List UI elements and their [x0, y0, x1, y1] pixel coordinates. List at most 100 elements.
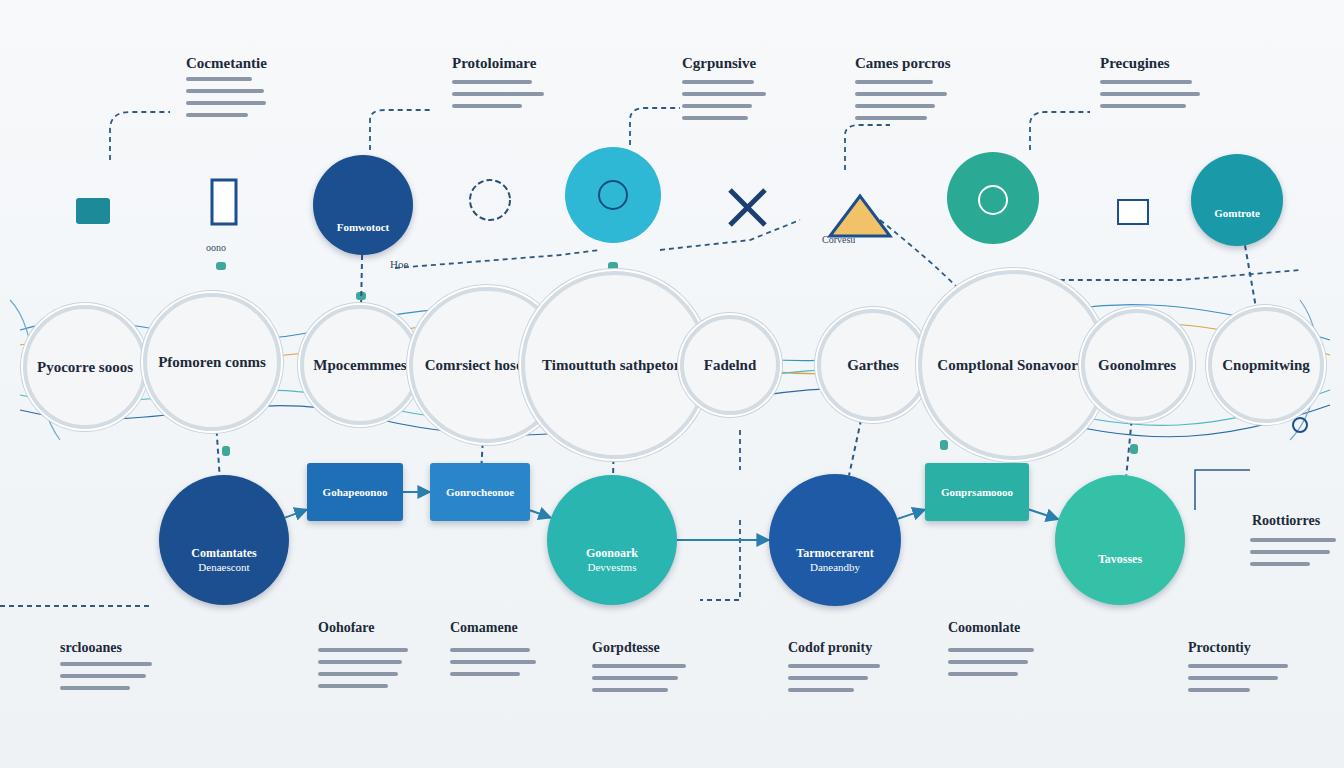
icon-caption: Corvesu: [822, 234, 855, 245]
text-placeholder-bars: [450, 672, 520, 676]
text-placeholder-bars: [1250, 538, 1336, 542]
connector: [1029, 510, 1058, 520]
stage-circle: Mpocemmmes: [300, 305, 420, 425]
column-heading: Oohofare: [318, 620, 375, 636]
connector: [898, 510, 926, 519]
connector: [677, 539, 769, 541]
connector: [217, 431, 220, 475]
text-placeholder-bars: [682, 80, 754, 84]
stage-circle: Pfomoren conms: [143, 293, 281, 431]
text-placeholder-bars: [948, 660, 1028, 664]
stage-circle: Garthes: [817, 309, 929, 421]
column-heading: Proctontiy: [1188, 640, 1251, 656]
outcome-circle: ComtantatesDenaescont: [159, 475, 289, 605]
outcome-circle: GoonoarkDevvestms: [547, 475, 677, 605]
node-subtitle: Daneandby: [810, 561, 860, 573]
text-placeholder-bars: [1100, 104, 1186, 108]
text-placeholder-bars: [450, 648, 530, 652]
node-title: Goonolmres: [1098, 357, 1176, 374]
column-heading: Cgrpunsive: [682, 55, 756, 72]
connector: [1126, 421, 1131, 476]
node-title: Mpocemmmes: [313, 357, 406, 374]
stage-circle: Goonolmres: [1081, 309, 1193, 421]
dashed-wires: [700, 430, 740, 600]
dashed-wires: [0, 108, 1300, 606]
node-title: Fadelnd: [704, 357, 757, 374]
node-subtitle: Denaescont: [198, 561, 249, 573]
text-placeholder-bars: [452, 104, 522, 108]
node-title: Gohapeoonoo: [323, 486, 388, 498]
dashed-wires: [0, 605, 150, 607]
text-placeholder-bars: [318, 672, 398, 676]
node-title: Fomwotoct: [337, 221, 390, 233]
top-icons: [470, 180, 510, 220]
node-subtitle: Devvestms: [588, 561, 637, 573]
node-title: Tavosses: [1098, 553, 1142, 566]
text-placeholder-bars: [186, 77, 252, 81]
column-heading: Codof pronity: [788, 640, 872, 656]
text-placeholder-bars: [682, 104, 752, 108]
stage-circle: Cnopmitwing: [1208, 307, 1324, 423]
text-placeholder-bars: [682, 116, 748, 120]
top-icons: [76, 198, 110, 224]
column-heading: Protoloimare: [452, 55, 536, 72]
stage-circle: Fadelnd: [680, 315, 780, 415]
dashed-wires: [1030, 112, 1090, 150]
process-circle: Gomtrote: [1191, 154, 1283, 246]
node-title: Garthes: [847, 357, 899, 374]
node-title: Pfomoren conms: [158, 354, 266, 371]
top-icons: [212, 180, 236, 224]
connector: [849, 420, 861, 476]
icon-caption: Hoe: [390, 258, 408, 270]
top-icons: [1118, 200, 1148, 224]
stage-circle: Comptlonal Sonavoorle: [918, 270, 1108, 460]
top-icons: [76, 147, 1307, 510]
top-icons: [947, 152, 1039, 244]
node-title: Comtantates: [191, 547, 256, 560]
text-placeholder-bars: [1100, 80, 1192, 84]
connector: [361, 255, 362, 305]
node-title: Goonoark: [586, 547, 638, 560]
text-placeholder-bars: [1100, 92, 1200, 96]
column-heading: srclooanes: [60, 640, 122, 656]
connector-dots: [1130, 444, 1138, 454]
node-title: Timouttuth sathpetory: [542, 357, 688, 374]
node-title: Gonprsamoooo: [941, 486, 1013, 498]
column-heading: Gorpdtesse: [592, 640, 660, 656]
dashed-wires: [370, 110, 430, 150]
text-placeholder-bars: [318, 684, 388, 688]
text-placeholder-bars: [592, 676, 678, 680]
connector-dots: [216, 262, 226, 270]
text-placeholder-bars: [60, 77, 1336, 692]
text-placeholder-bars: [186, 101, 266, 105]
text-placeholder-bars: [452, 92, 544, 96]
top-icons: [599, 181, 627, 209]
column-heading: Precugines: [1100, 55, 1170, 72]
text-placeholder-bars: [855, 104, 935, 108]
text-placeholder-bars: [1250, 550, 1330, 554]
top-icons: [1195, 470, 1250, 510]
text-placeholder-bars: [948, 672, 1018, 676]
text-placeholder-bars: [682, 92, 766, 96]
column-heading: Cames porcros: [855, 55, 951, 72]
text-placeholder-bars: [948, 648, 1034, 652]
connector: [530, 510, 551, 518]
dashed-wires: [630, 108, 680, 145]
connector-dots: [222, 446, 230, 456]
text-placeholder-bars: [1188, 688, 1250, 692]
stage-circle: Pyocorre sooos: [23, 305, 147, 429]
connector: [403, 491, 430, 493]
connector-dots: [608, 262, 618, 270]
text-placeholder-bars: [186, 113, 248, 117]
node-title: Cnopmitwing: [1222, 357, 1310, 374]
text-placeholder-bars: [855, 116, 927, 120]
text-placeholder-bars: [592, 688, 668, 692]
node-title: Gomtrote: [1214, 207, 1260, 219]
text-placeholder-bars: [318, 660, 402, 664]
process-box: Gonrocheonoe: [430, 463, 530, 521]
dashed-wires: [395, 250, 600, 268]
icon-caption: oono: [206, 242, 226, 253]
text-placeholder-bars: [788, 664, 880, 668]
top-icons: [565, 147, 661, 243]
column-heading: Comamene: [450, 620, 518, 636]
